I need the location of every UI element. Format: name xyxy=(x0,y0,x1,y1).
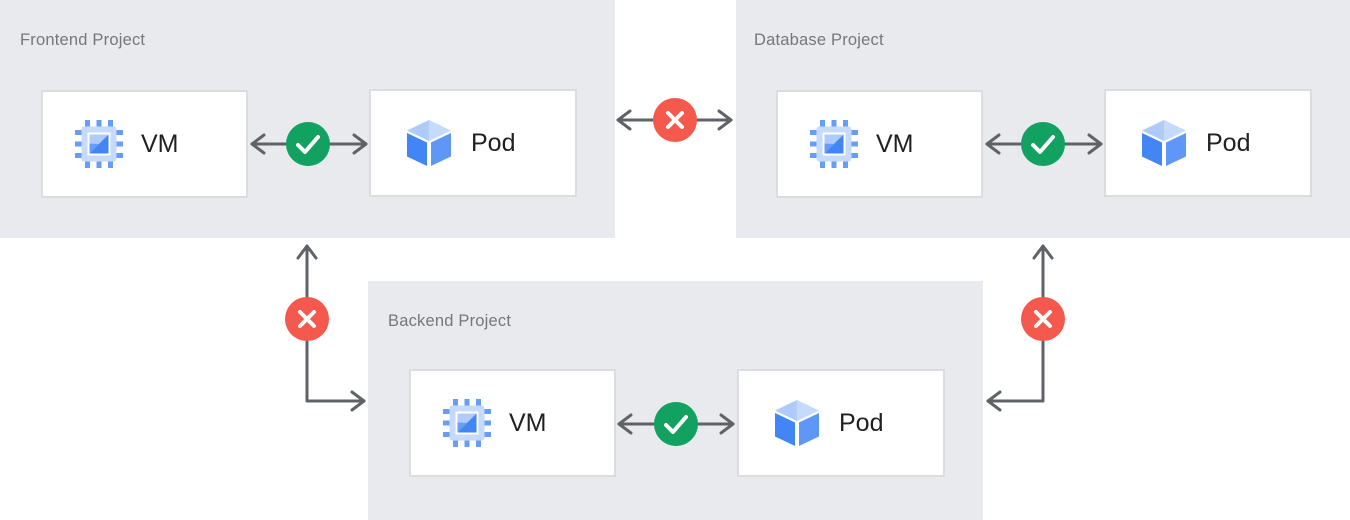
compute-vm-icon xyxy=(75,120,123,168)
pod-cube-icon xyxy=(775,400,819,446)
project-panel-backend: Backend Project VM xyxy=(368,281,983,520)
pod-cube-icon xyxy=(1142,120,1186,166)
pod-node-database: Pod xyxy=(1104,89,1312,197)
x-icon xyxy=(298,310,316,328)
pod-node-backend: Pod xyxy=(737,369,945,477)
blocked-badge-frontend-backend xyxy=(285,297,329,341)
vm-label: VM xyxy=(509,408,547,437)
pod-cube-icon xyxy=(407,120,451,166)
vm-label: VM xyxy=(141,129,179,158)
allowed-badge-frontend xyxy=(286,122,330,166)
allowed-badge-database xyxy=(1021,122,1065,166)
vm-node-database: VM xyxy=(776,90,983,198)
x-icon xyxy=(1034,310,1052,328)
pod-label: Pod xyxy=(1206,128,1251,157)
vm-node-frontend: VM xyxy=(41,90,248,198)
project-title-backend: Backend Project xyxy=(388,312,512,330)
check-icon xyxy=(296,135,320,154)
check-icon xyxy=(664,415,688,434)
project-title-frontend: Frontend Project xyxy=(20,31,146,49)
pod-label: Pod xyxy=(839,408,884,437)
pod-label: Pod xyxy=(471,128,516,157)
compute-vm-icon xyxy=(443,399,491,447)
allowed-badge-backend xyxy=(654,402,698,446)
blocked-badge-database-backend xyxy=(1021,297,1065,341)
project-panel-database: Database Project VM xyxy=(736,0,1350,238)
compute-vm-icon xyxy=(810,120,858,168)
project-panel-frontend: Frontend Project VM xyxy=(0,0,615,238)
x-icon xyxy=(666,111,684,129)
project-title-database: Database Project xyxy=(754,31,884,49)
check-icon xyxy=(1031,135,1055,154)
vm-node-backend: VM xyxy=(409,369,616,477)
pod-node-frontend: Pod xyxy=(369,89,577,197)
blocked-badge-frontend-database xyxy=(653,98,697,142)
vm-label: VM xyxy=(876,129,914,158)
